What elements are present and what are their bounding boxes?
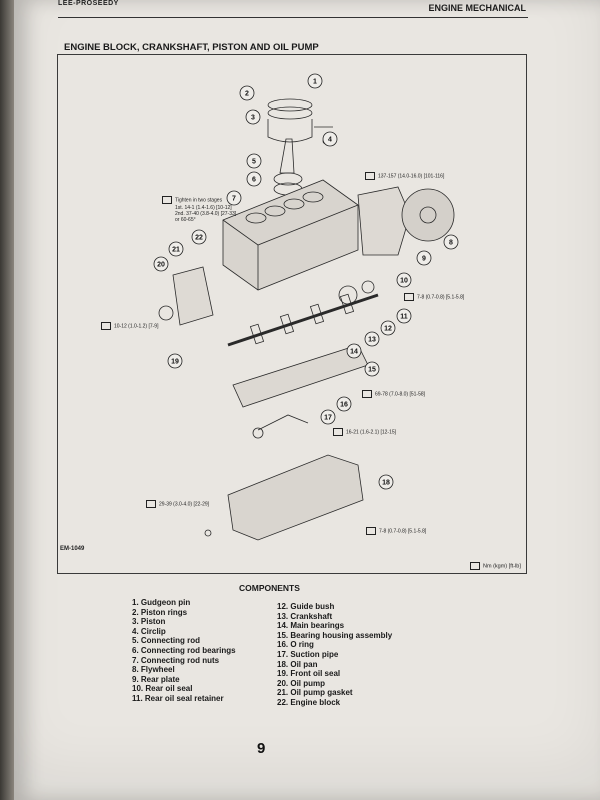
list-item: 14. Main bearings xyxy=(277,621,345,631)
components-title: COMPONENTS xyxy=(239,583,300,593)
list-item: 8. Flywheel xyxy=(132,665,175,675)
torque-wrench-icon xyxy=(470,562,480,570)
piston-ring-mid xyxy=(267,106,313,120)
list-item: 21. Oil pump gasket xyxy=(277,688,353,698)
torque-wrench-icon xyxy=(333,428,343,436)
torque-wrench-icon xyxy=(404,293,414,301)
list-item: 10. Rear oil seal xyxy=(132,684,193,694)
callout-2: 2 xyxy=(245,91,249,98)
components-list-right: 12. Guide bush 13. Crankshaft 14. Main b… xyxy=(277,602,392,708)
header-left: LEE-PROSEEDY xyxy=(58,0,119,7)
torque-flywheel: 137-157 (14.0-16.0) [101-116] xyxy=(365,172,444,180)
callout-21: 21 xyxy=(172,247,180,254)
callout-14: 14 xyxy=(350,349,358,356)
callout-18: 18 xyxy=(382,480,390,487)
torque-wrench-icon xyxy=(366,527,376,535)
callout-15: 15 xyxy=(368,367,376,374)
torque-head-stages: 1st. 14-1 (1.4-1.6) [10-12] 2nd. 37-40 (… xyxy=(175,205,237,223)
section-title: ENGINE BLOCK, CRANKSHAFT, PISTON AND OIL… xyxy=(64,42,319,53)
drain-plug xyxy=(204,529,212,537)
callout-12: 12 xyxy=(384,326,392,333)
list-item: 6. Connecting rod bearings xyxy=(132,645,236,655)
binding-spine xyxy=(0,0,14,800)
callout-6: 6 xyxy=(252,177,256,184)
rear-oil-seal xyxy=(361,280,375,294)
list-item: 22. Engine block xyxy=(277,697,341,707)
list-item: 18. Oil pan xyxy=(277,659,318,669)
components-list-left: 1. Gudgeon pin 2. Piston rings 3. Piston… xyxy=(132,598,236,704)
piston-body xyxy=(267,119,313,143)
list-item: 20. Oil pump xyxy=(277,678,326,688)
callout-11: 11 xyxy=(400,314,408,321)
oil-pump xyxy=(172,266,214,326)
torque-wrench-icon xyxy=(365,172,375,180)
manual-page xyxy=(14,0,600,800)
callout-3: 3 xyxy=(251,115,255,122)
list-item: 3. Piston xyxy=(132,617,166,627)
callout-22: 22 xyxy=(195,235,203,242)
torque-wrench-icon xyxy=(146,500,156,508)
rear-plate xyxy=(357,186,411,256)
list-item: 5. Connecting rod xyxy=(132,636,200,646)
connecting-rod xyxy=(279,138,295,174)
cylinder-bores xyxy=(245,191,324,224)
header-rule xyxy=(58,17,528,18)
callout-10: 10 xyxy=(400,278,408,285)
callout-8: 8 xyxy=(449,240,453,247)
callout-7: 7 xyxy=(232,196,236,203)
crank-webs xyxy=(249,293,355,345)
torque-wrench-icon xyxy=(162,196,172,204)
suction-pipe xyxy=(257,414,309,431)
header-right: ENGINE MECHANICAL xyxy=(428,3,526,13)
torque-rear-seal-retainer: 7-8 (0.7-0.8) [5.1-5.8] xyxy=(404,293,464,301)
list-item: 2. Piston rings xyxy=(132,607,188,617)
flywheel-hub xyxy=(419,206,437,224)
list-item: 12. Guide bush xyxy=(277,602,335,611)
torque-bearing-housing: 69-78 (7.0-8.0) [51-58] xyxy=(362,390,425,398)
list-item: 15. Bearing housing assembly xyxy=(277,630,393,640)
torque-legend: Nm (kgm) [ft-lb] xyxy=(470,562,521,570)
rod-bearing-upper xyxy=(273,172,303,186)
list-item: 1. Gudgeon pin xyxy=(132,598,191,607)
page-number: 9 xyxy=(257,740,266,757)
callout-1: 1 xyxy=(313,79,317,86)
callout-19: 19 xyxy=(171,359,179,366)
callout-4: 4 xyxy=(328,137,332,144)
engine-block-outline xyxy=(222,179,359,291)
callout-20: 20 xyxy=(157,262,165,269)
callout-17: 17 xyxy=(324,415,332,422)
crankshaft xyxy=(227,293,379,347)
list-item: 4. Circlip xyxy=(132,626,166,636)
callout-13: 13 xyxy=(368,337,376,344)
list-item: 16. O ring xyxy=(277,640,314,650)
callout-9: 9 xyxy=(422,256,426,263)
torque-drain-plug: 29-39 (3.0-4.0) [22-29] xyxy=(146,500,209,508)
torque-wrench-icon xyxy=(362,390,372,398)
flywheel xyxy=(401,188,455,242)
list-item: 7. Connecting rod nuts xyxy=(132,655,220,665)
torque-suction-pipe: 16-21 (1.6-2.1) [12-15] xyxy=(333,428,396,436)
torque-oil-pan: 7-8 (0.7-0.8) [5.1-5.8] xyxy=(366,527,426,535)
list-item: 19. Front oil seal xyxy=(277,669,341,679)
list-item: 17. Suction pipe xyxy=(277,649,339,659)
list-item: 13. Crankshaft xyxy=(277,611,333,621)
piston-ring-top xyxy=(267,98,313,112)
exploded-diagram-frame: 1 2 3 4 5 6 7 8 9 10 11 12 13 14 15 16 1… xyxy=(57,54,527,574)
list-item: 9. Rear plate xyxy=(132,674,180,684)
oil-pan xyxy=(227,454,364,541)
torque-wrench-icon xyxy=(101,322,111,330)
callout-5: 5 xyxy=(252,159,256,166)
exploded-diagram: 1 2 3 4 5 6 7 8 9 10 11 12 13 14 15 16 1… xyxy=(153,73,459,541)
front-oil-seal xyxy=(158,305,174,321)
figure-id: EM-1049 xyxy=(60,546,85,552)
list-item: 11. Rear oil seal retainer xyxy=(132,693,224,703)
torque-oil-pump: 10-12 (1.0-1.2) [7-9] xyxy=(101,322,158,330)
callout-16: 16 xyxy=(340,402,348,409)
torque-head-title: Tighten in two stages xyxy=(162,196,222,204)
o-ring xyxy=(252,427,264,439)
